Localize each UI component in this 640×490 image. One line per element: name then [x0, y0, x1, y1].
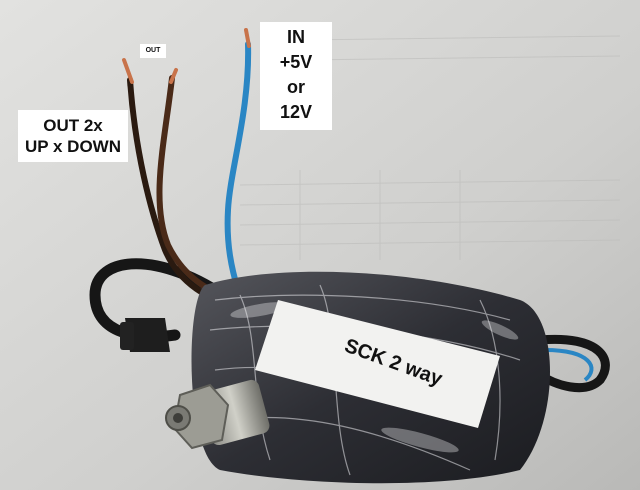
label-out-2x-line1: OUT 2x	[43, 116, 103, 135]
label-out-small: OUT	[140, 44, 166, 58]
label-out-2x-line2: UP x DOWN	[24, 137, 122, 157]
blue-wire	[224, 41, 252, 293]
copper-tip-right	[169, 68, 178, 84]
label-out-small-text: OUT	[145, 47, 161, 54]
label-in-line3: or	[287, 77, 305, 97]
label-in-line1: IN	[287, 27, 305, 47]
label-in-voltage: IN +5V or 12V	[260, 22, 332, 130]
right-cable-loop	[537, 334, 610, 393]
module-sticker	[255, 300, 500, 428]
metal-fitting	[165, 379, 270, 450]
label-in-line4: 12V	[279, 102, 313, 122]
faint-table-lines	[239, 35, 621, 260]
label-in-line2: +5V	[279, 52, 313, 72]
copper-tip-left	[122, 58, 134, 84]
label-out-up-down: OUT 2x UP x DOWN	[18, 110, 128, 162]
black-cable-grommet	[125, 318, 170, 352]
copper-tip-blue	[244, 28, 251, 48]
